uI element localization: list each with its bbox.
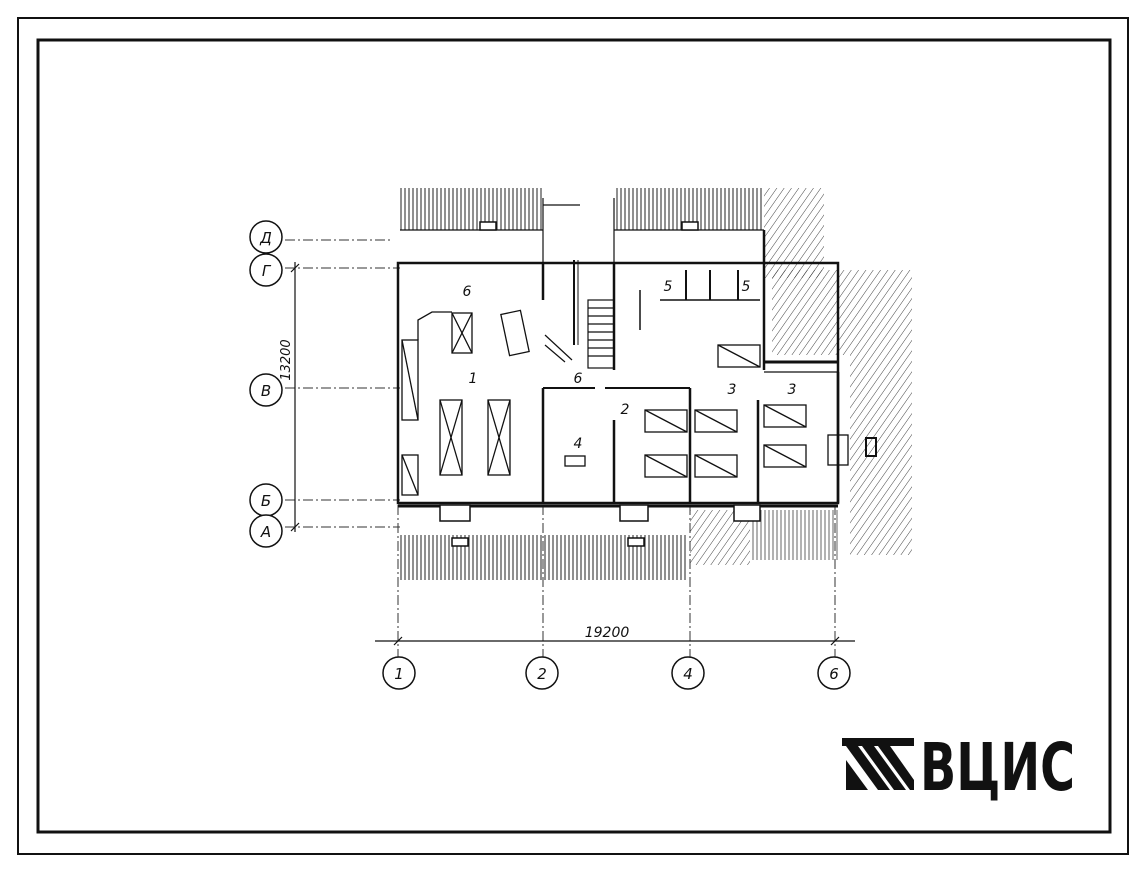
axis-marker-4: 4 [671, 656, 705, 690]
room-label: 5 [742, 279, 751, 295]
dimension-lines [290, 262, 855, 646]
room-label: 3 [788, 382, 797, 398]
axis-label-4: 4 [683, 665, 693, 683]
axis-marker-b: Б [249, 483, 283, 517]
room-label: 5 [664, 279, 673, 295]
axis-y-markers: Д Г В Б А [249, 220, 283, 548]
room-label: 6 [463, 284, 472, 300]
axis-label-a: А [260, 523, 271, 541]
axis-marker-2: 2 [525, 656, 559, 690]
staircase [544, 260, 615, 369]
axis-marker-v: В [249, 373, 283, 407]
room-label: 1 [469, 371, 478, 387]
dimension-width: 19200 [585, 625, 630, 641]
axis-x-markers: 1 2 4 6 [382, 656, 851, 690]
axis-label-d: Д [259, 229, 272, 247]
room-label: 6 [574, 371, 583, 387]
room-label: 3 [728, 382, 737, 398]
vcis-logo: ВЦИС [842, 729, 1075, 806]
room-label: 4 [574, 436, 583, 452]
axis-marker-d: Д [249, 220, 283, 254]
axis-label-b: Б [261, 492, 271, 510]
windows [439, 221, 761, 547]
axis-marker-a: А [249, 514, 283, 548]
axis-marker-1: 1 [382, 656, 416, 690]
axis-label-1: 1 [394, 665, 404, 683]
room-label: 2 [621, 402, 630, 418]
axis-label-v: В [261, 382, 271, 400]
axis-marker-6: 6 [817, 656, 851, 690]
building-walls [396, 198, 840, 508]
logo-emblem-icon [842, 738, 914, 790]
dimension-height: 13200 [279, 339, 294, 380]
furniture [401, 309, 877, 496]
room-labels: 6 1 6 2 3 3 4 5 5 [463, 279, 797, 452]
axis-lines [285, 239, 836, 660]
inner-frame [36, 38, 1112, 834]
outer-frame [17, 17, 1129, 855]
axis-marker-g: Г [249, 253, 283, 287]
logo-text: ВЦИС [920, 729, 1075, 806]
axis-label-g: Г [262, 262, 272, 280]
axis-label-2: 2 [537, 665, 547, 683]
axis-label-6: 6 [829, 665, 839, 683]
